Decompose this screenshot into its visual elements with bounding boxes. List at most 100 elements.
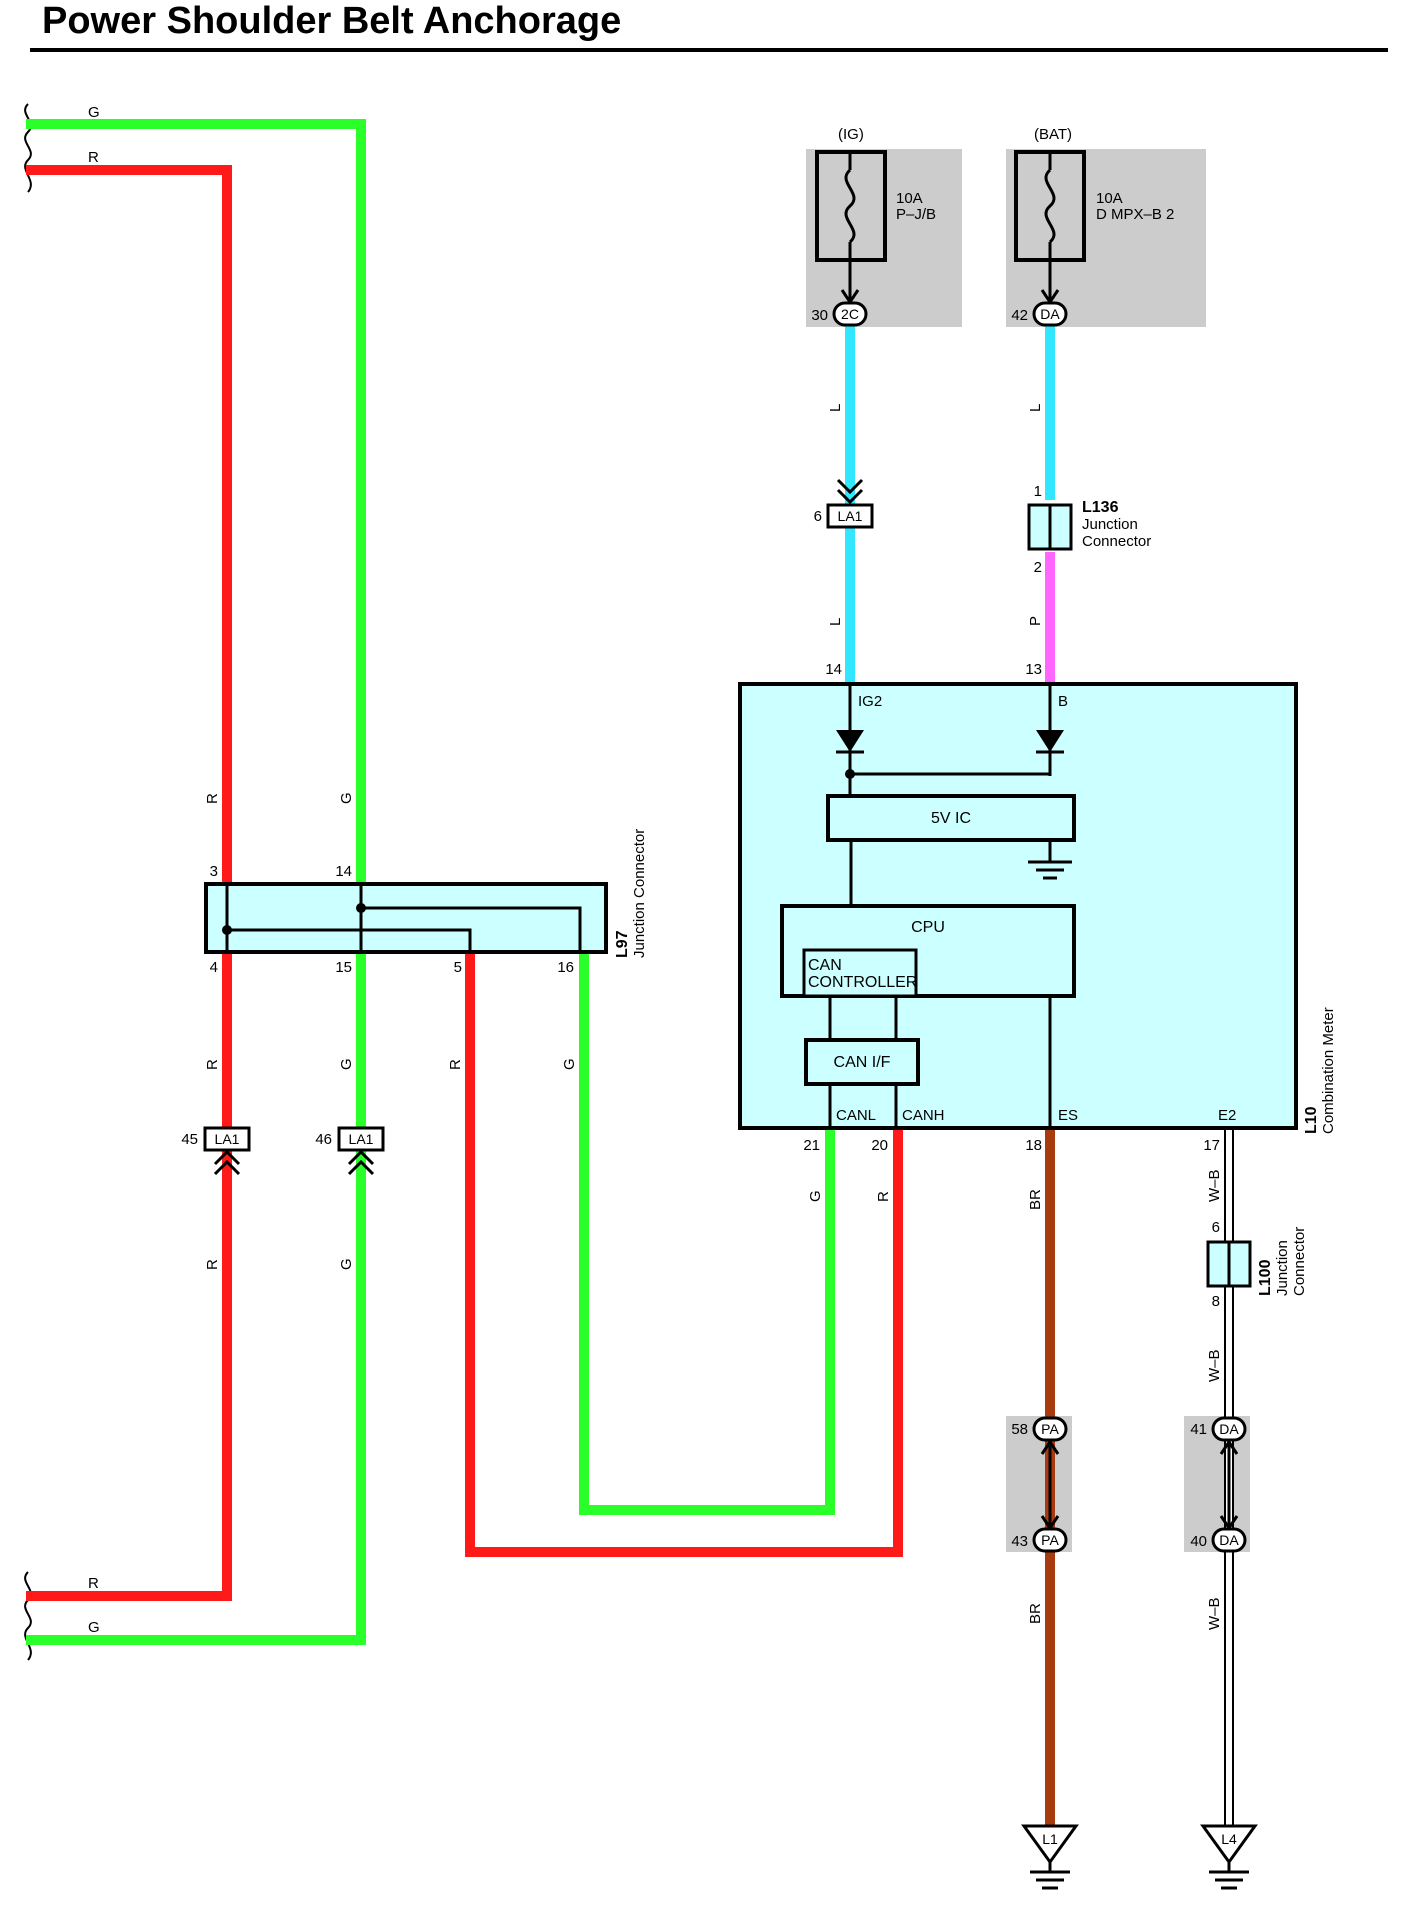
break-symbol-bottom [24,1571,32,1661]
l10-name: L10 [1303,1106,1320,1134]
wire-label-wb-3: W–B [1206,1597,1223,1630]
connector-la1-r: LA1 45 [181,1126,251,1176]
wire-label-p: P [1027,616,1044,626]
l10-pin-14: 14 [825,661,842,678]
wire-label-wb-2: W–B [1206,1349,1223,1382]
l97-name: L97 [614,930,631,958]
connector-la1-g: LA1 46 [315,1126,385,1176]
wire-r-bottom [26,950,232,1601]
connector-la1-r-pin: 45 [181,1131,198,1148]
l10-term-canh: CANH [902,1107,945,1124]
fuse-bat-pin: 42 [1011,307,1028,324]
wire-g-bottom [26,950,366,1645]
diagram-title: Power Shoulder Belt Anchorage [42,0,622,42]
l100-line2: Connector [1291,1227,1308,1296]
l136-pin-in: 1 [1034,483,1042,500]
wire-label-r-canh: R [875,1191,892,1202]
inline-da-top-pin: 41 [1190,1421,1207,1438]
wire-label-r-2: R [204,1059,221,1070]
l10-term-canl: CANL [836,1107,876,1124]
fuse-ig-rating: 10A [896,190,923,207]
l10-term-e2: E2 [1218,1107,1236,1124]
fuse-bat-connector: DA [1040,306,1060,322]
l10-block-can-ctrl-2: CONTROLLER [808,974,917,991]
wire-g-top [26,119,366,882]
l10-pin-13: 13 [1025,661,1042,678]
l136-name: L136 [1082,499,1119,516]
l10-block-can-ctrl-1: CAN [808,957,842,974]
fuse-ig-supply: (IG) [838,126,864,143]
ground-l1: L1 [1021,1824,1079,1890]
wire-label-r-top: R [88,149,99,166]
wire-label-g-bottom: G [88,1619,100,1636]
inline-da-bottom-pin: 40 [1190,1533,1207,1550]
fuse-bat-location: D MPX–B 2 [1096,206,1174,223]
l100-pin-out: 8 [1212,1293,1220,1310]
wire-label-br-2: BR [1027,1603,1044,1624]
wire-label-g-2: G [338,1058,355,1070]
junction-connector-l100: 6 8 L100 Junction Connector [1206,1219,1308,1310]
connector-la1-top: LA1 6 [814,478,874,529]
wire-label-br-1: BR [1027,1189,1044,1210]
wire-label-l-3: L [1027,404,1044,412]
wire-label-r-1: R [204,793,221,804]
wire-label-g-3: G [561,1058,578,1070]
l97-pin-15: 15 [335,959,352,976]
l10-block-5v-ic: 5V IC [931,810,971,827]
wire-label-l-1: L [827,404,844,412]
connector-la1-g-pin: 46 [315,1131,332,1148]
wire-label-g-1: G [338,792,355,804]
l97-desc: Junction Connector [631,829,648,958]
l100-pin-in: 6 [1212,1219,1220,1236]
l10-term-ig2: IG2 [858,693,882,710]
inline-pa-bottom-pin: 43 [1011,1533,1028,1550]
wire-g-canl [579,950,835,1515]
wire-label-l-2: L [827,618,844,626]
junction-connector-l97: 3 14 4 15 5 16 L97 Junction Connector [204,829,648,976]
inline-da-bottom-label: DA [1219,1532,1239,1548]
fuse-ig-connector: 2C [841,306,859,322]
l10-pin-20: 20 [871,1137,888,1154]
l10-term-es: ES [1058,1107,1078,1124]
fuse-box-bat-background [1006,149,1206,327]
wire-r-top [26,165,232,882]
fuse-bat-supply: (BAT) [1034,126,1072,143]
l97-pin-16: 16 [557,959,574,976]
ground-l4-label: L4 [1221,1831,1237,1847]
inline-connector-pa: PA 58 PA 43 [1011,1416,1068,1553]
l100-name: L100 [1257,1259,1274,1296]
wire-label-g-top: G [88,104,100,121]
wire-r-canh [465,950,903,1557]
fuse-bat-rating: 10A [1096,190,1123,207]
fuse-ig-location: P–J/B [896,206,936,223]
l10-desc: Combination Meter [1320,1007,1337,1134]
wire-label-r-bottom: R [88,1575,99,1592]
inline-connector-da: DA 41 DA 40 [1190,1416,1247,1553]
l10-pin-18: 18 [1025,1137,1042,1154]
fuse-ig-pin: 30 [811,307,828,324]
fuse-ig: (IG) 10A P–J/B 2C 30 [811,126,936,327]
l10-pin-17: 17 [1203,1137,1220,1154]
wire-label-r-4: R [204,1259,221,1270]
break-symbol-top [24,103,32,193]
l136-line1: Junction [1082,516,1138,533]
l97-pin-5: 5 [454,959,462,976]
inline-pa-top-label: PA [1041,1421,1059,1437]
l136-line2: Connector [1082,533,1151,550]
wire-label-wb-1: W–B [1206,1169,1223,1202]
l100-line1: Junction [1274,1240,1291,1296]
l10-term-b: B [1058,693,1068,710]
connector-la1-top-label: LA1 [838,508,863,524]
inline-pa-bottom-label: PA [1041,1532,1059,1548]
connector-la1-r-label: LA1 [215,1131,240,1147]
l10-block-can-if: CAN I/F [834,1054,891,1071]
inline-pa-top-pin: 58 [1011,1421,1028,1438]
inline-da-top-label: DA [1219,1421,1239,1437]
l97-pin-3: 3 [210,863,218,880]
ground-l4: L4 [1200,1824,1258,1890]
l10-pin-21: 21 [803,1137,820,1154]
fuse-bat: (BAT) 10A D MPX–B 2 DA 42 [1011,126,1174,327]
ground-l1-label: L1 [1042,1831,1058,1847]
l136-pin-out: 2 [1034,559,1042,576]
